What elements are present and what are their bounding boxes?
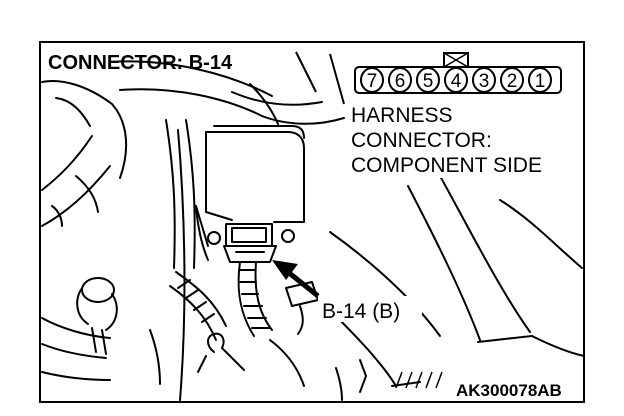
pin-cell [472,67,496,93]
pin-number: 1 [535,71,546,92]
figure-code: AK300078AB [456,381,562,400]
pin-number: 7 [367,71,378,92]
callout-label-backdrop [318,296,422,322]
harness-label-line3: COMPONENT SIDE [351,154,542,177]
pin-number: 4 [451,71,462,92]
pin-cell [500,67,524,93]
figure-code-backdrop [454,376,582,400]
connector-title: CONNECTOR: B-14 [48,52,233,74]
pin-number: 5 [423,71,434,92]
pin-number: 2 [507,71,518,92]
pin-number: 6 [395,71,406,92]
pin-cell [444,67,468,93]
pin-cell [360,67,384,93]
hatch-marks [395,371,443,389]
pin-number: 3 [479,71,490,92]
engine-bay-illustration [41,60,585,401]
pin-cell [416,67,440,93]
pin-cell [388,67,412,93]
callout-label: B-14 (B) [322,300,400,323]
locking-tab-mark [443,52,469,68]
pin-cell [528,67,552,93]
diagram-frame [39,41,585,403]
harness-label-backdrop [348,98,580,178]
harness-label-line2: CONNECTOR: [351,129,492,152]
harness-label-line1: HARNESS [351,104,453,127]
connector-pointer-arrow [272,260,320,298]
